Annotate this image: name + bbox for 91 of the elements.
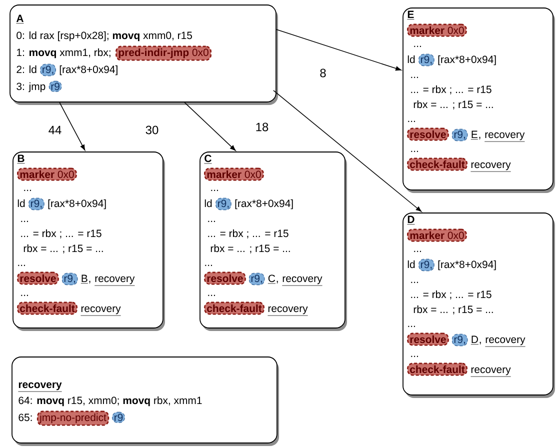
code-text: ...: [408, 326, 415, 327]
code-text: [rax*8+0x94]: [60, 65, 118, 76]
code-label: recovery: [268, 306, 308, 316]
code-text: rbx = ... ; r15 = ...: [24, 244, 103, 254]
code-block: [10, 4, 278, 105]
highlighted-instruction: check-fault: [407, 158, 468, 171]
code-label: recovery: [470, 162, 512, 172]
arrow: [273, 90, 422, 212]
code-text: ...: [24, 190, 31, 191]
block-label: E: [407, 10, 414, 20]
code-block: [200, 152, 347, 331]
code-text: ...: [408, 120, 415, 122]
code-block: [12, 356, 279, 446]
code-text: ,: [479, 136, 480, 140]
register-highlight: r9: [112, 412, 125, 423]
highlighted-instruction: resolve: [17, 272, 59, 285]
code-text: [rax*8+0x94]: [235, 199, 293, 210]
code-label: recovery: [94, 276, 135, 286]
code-text: rbx = ... ; r15 = ...: [414, 305, 493, 314]
highlighted-instruction: jmp-no-predict: [36, 410, 110, 426]
code-label: B: [80, 274, 88, 284]
code-text: rbx = ... ; r15 = ...: [210, 244, 290, 254]
code-text: ...: [21, 294, 28, 296]
highlighted-instruction: marker 0x0: [17, 168, 77, 181]
code-label: recovery: [80, 306, 122, 316]
code-text: ...: [205, 264, 212, 266]
code-text: ...: [414, 46, 421, 47]
arrow: [184, 102, 236, 151]
code-text: rbx = ... ; r15 = ...: [414, 100, 493, 110]
highlighted-instruction: resolve: [407, 128, 449, 141]
code-text: 0: ld rax [rsp+0x28]; movq xmm0, r15: [16, 31, 192, 42]
code-label: D: [470, 336, 479, 345]
highlighted-instruction: marker 0x0: [407, 228, 467, 242]
code-label: recovery: [484, 132, 525, 142]
code-text: ...: [211, 190, 218, 191]
register-highlight: r9: [48, 80, 62, 92]
code-text: ld: [408, 55, 415, 64]
highlighted-instruction: resolve: [407, 332, 449, 346]
code-text: 65:: [18, 414, 32, 422]
edge-label: 44: [47, 124, 63, 136]
code-text: ...: [411, 282, 418, 283]
code-text: [rax*8+0x94]: [438, 260, 496, 270]
code-text: ...: [411, 150, 418, 152]
code-label: E: [470, 130, 478, 140]
code-label: recovery: [484, 337, 526, 347]
code-text: ... = rbx ; ... = r15: [208, 229, 288, 238]
code-text: ... = rbx ; ... = r15: [411, 290, 492, 300]
block-label: B: [17, 154, 25, 164]
code-text: ...: [411, 76, 418, 78]
code-text: 3: jmp: [16, 82, 46, 92]
highlighted-instruction: pred-indir-jmp 0x0: [116, 46, 212, 61]
highlighted-instruction: marker 0x0: [204, 168, 264, 181]
code-text: ...: [21, 220, 28, 222]
block-label: D: [407, 216, 415, 225]
code-text: ,: [89, 280, 90, 284]
code-text: ...: [208, 294, 215, 296]
highlighted-instruction: check-fault: [407, 362, 468, 376]
code-text: ... = rbx ; ... = r15: [21, 229, 102, 238]
highlighted-instruction: marker 0x0: [407, 24, 467, 37]
code-text: ld: [408, 260, 415, 268]
code-text: ...: [18, 264, 25, 266]
arrow: [59, 102, 86, 150]
code-text: ...: [414, 250, 421, 252]
code-text: ... = rbx ; ... = r15: [411, 85, 492, 94]
edge-label: 30: [144, 124, 160, 136]
code-text: ,: [480, 342, 481, 344]
code-block: [402, 212, 555, 398]
code-block: [402, 8, 555, 193]
highlighted-instruction: check-fault: [17, 302, 78, 315]
code-text: [rax*8+0x94]: [48, 199, 106, 210]
arrow: [276, 29, 402, 71]
code-label: C: [268, 274, 276, 284]
code-text: 64: movq r15, xmm0; movq rbx, xmm1: [18, 396, 202, 406]
highlighted-instruction: check-fault: [204, 302, 265, 315]
code-text: 1: movq xmm1, rbx;: [17, 48, 110, 58]
edge-label: 8: [318, 68, 328, 78]
code-text: 2: ld: [16, 65, 36, 74]
code-text: ld: [18, 199, 25, 208]
code-label: recovery: [282, 276, 322, 286]
code-block: [12, 152, 165, 331]
block-label: recovery: [18, 382, 62, 392]
code-text: ...: [208, 220, 215, 222]
code-label: recovery: [470, 367, 512, 377]
code-text: [rax*8+0x94]: [438, 55, 496, 66]
code-text: ...: [411, 356, 418, 357]
code-text: ld: [204, 199, 212, 208]
code-text: ,: [276, 280, 278, 284]
edge-label: 18: [254, 122, 270, 132]
highlighted-instruction: resolve: [204, 272, 246, 285]
block-label: C: [204, 154, 212, 164]
block-label: A: [16, 14, 24, 24]
